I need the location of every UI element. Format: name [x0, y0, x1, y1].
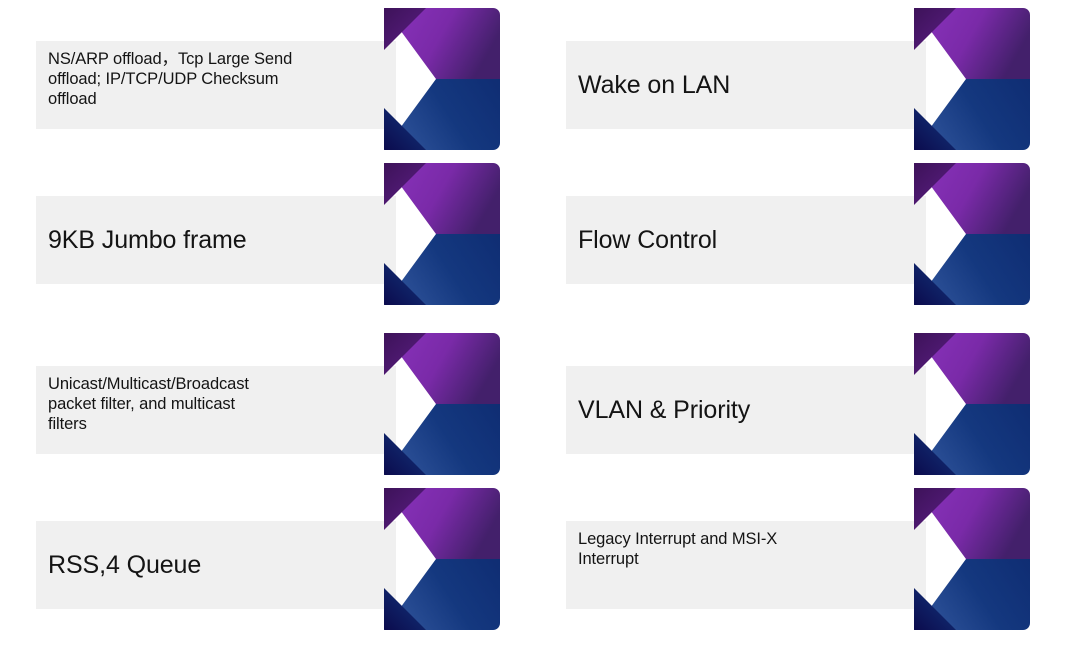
chevron-arrow-icon [378, 333, 500, 475]
chevron-arrow-icon [908, 333, 1030, 475]
chevron-arrow-graphic [384, 8, 500, 150]
feature-item-packet-filter: Unicast/Multicast/Broadcast packet filte… [0, 325, 500, 480]
feature-item-ns-arp-offload: NS/ARP offload，Tcp Large Send offload; I… [0, 0, 500, 155]
feature-label-text: Wake on LAN [578, 70, 731, 99]
feature-label-plate: VLAN & Priority [566, 366, 926, 454]
feature-label-plate: Flow Control [566, 196, 926, 284]
feature-label-plate: Unicast/Multicast/Broadcast packet filte… [36, 366, 396, 454]
feature-item-rss-queue: RSS,4 Queue [0, 480, 500, 635]
feature-label-text: 9KB Jumbo frame [48, 225, 247, 254]
chevron-arrow-icon [378, 163, 500, 305]
feature-label-text: VLAN & Priority [578, 395, 751, 424]
feature-label-text: NS/ARP offload，Tcp Large Send offload; I… [48, 50, 293, 109]
chevron-arrow-graphic [914, 8, 1030, 150]
feature-label-plate: Wake on LAN [566, 41, 926, 129]
chevron-arrow-graphic [384, 488, 500, 630]
feature-label-plate: RSS,4 Queue [36, 521, 396, 609]
feature-label-plate: 9KB Jumbo frame [36, 196, 396, 284]
chevron-arrow-graphic [384, 333, 500, 475]
feature-item-interrupts: Legacy Interrupt and MSI-X Interrupt [530, 480, 1030, 635]
chevron-arrow-icon [908, 163, 1030, 305]
feature-item-jumbo-frame: 9KB Jumbo frame [0, 155, 500, 310]
feature-item-vlan-priority: VLAN & Priority [530, 325, 1030, 480]
chevron-arrow-icon [378, 488, 500, 630]
chevron-arrow-icon [908, 488, 1030, 630]
chevron-arrow-graphic [384, 163, 500, 305]
chevron-arrow-icon [378, 8, 500, 150]
feature-label-plate: Legacy Interrupt and MSI-X Interrupt [566, 521, 926, 609]
chevron-arrow-graphic [914, 488, 1030, 630]
feature-label-plate: NS/ARP offload，Tcp Large Send offload; I… [36, 41, 396, 129]
feature-label-text: RSS,4 Queue [48, 550, 202, 579]
feature-label-text: Flow Control [578, 225, 718, 254]
feature-item-wake-on-lan: Wake on LAN [530, 0, 1030, 155]
feature-item-flow-control: Flow Control [530, 155, 1030, 310]
chevron-arrow-icon [908, 8, 1030, 150]
chevron-arrow-graphic [914, 163, 1030, 305]
feature-label-text: Legacy Interrupt and MSI-X Interrupt [578, 530, 778, 569]
feature-label-text: Unicast/Multicast/Broadcast packet filte… [48, 375, 249, 434]
chevron-arrow-graphic [914, 333, 1030, 475]
